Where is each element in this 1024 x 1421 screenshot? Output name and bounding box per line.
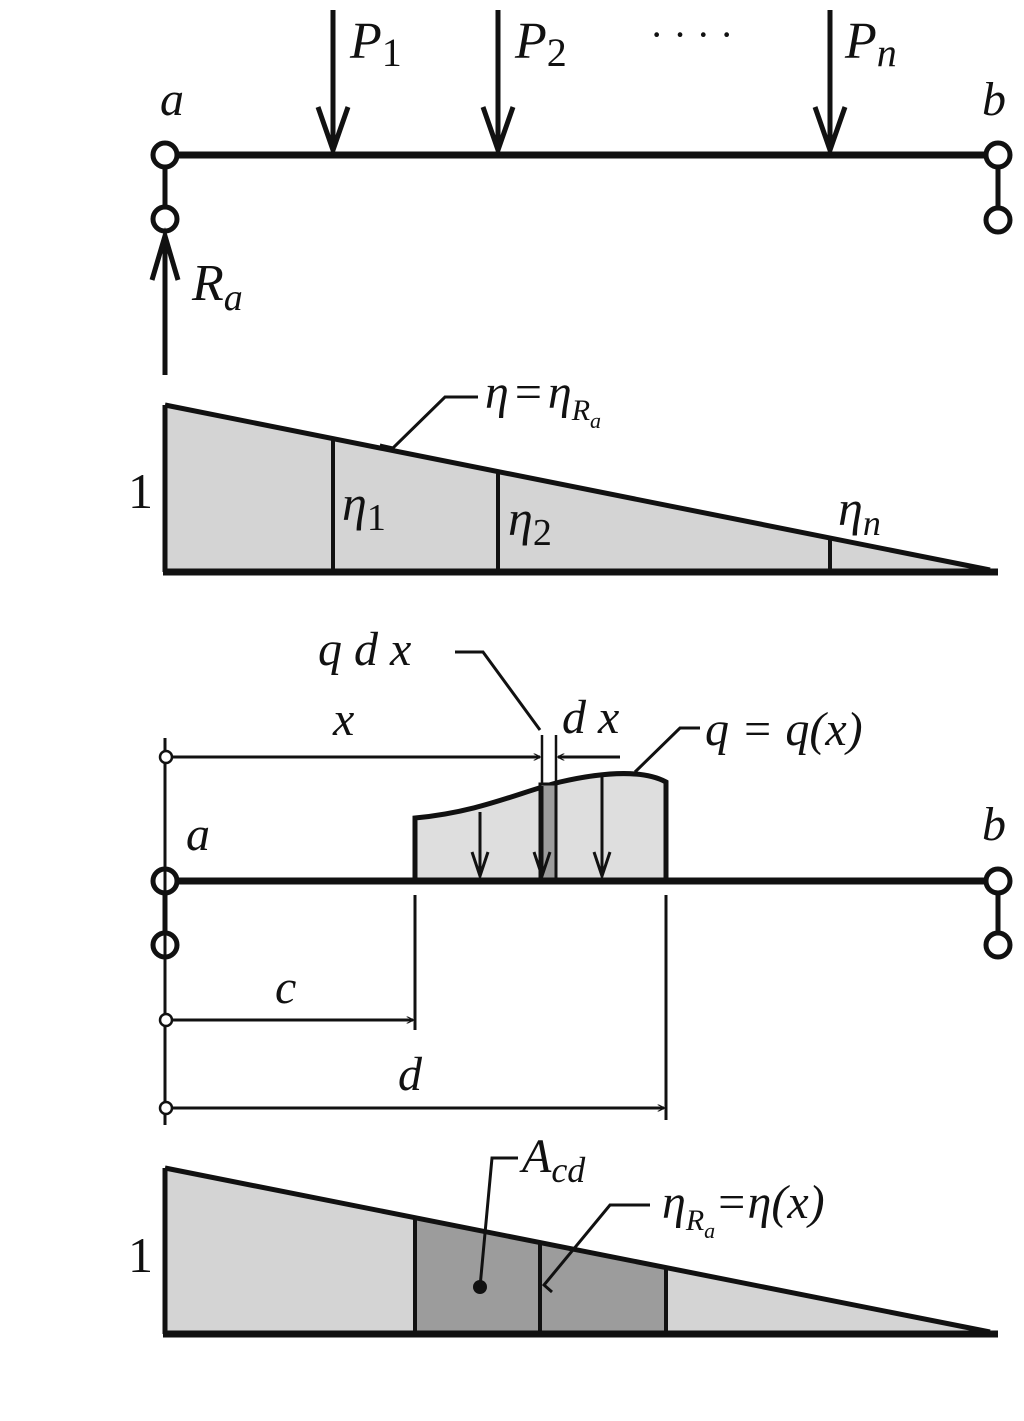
- label-q-eq-qx: q = q(x): [705, 703, 863, 756]
- label-pn: Pn: [844, 13, 897, 75]
- panel-point-loads: a b P1 P2 · · · · Pn Ra: [149, 10, 1013, 375]
- reaction-arrow-head: [149, 227, 181, 281]
- label-a-2: a: [186, 808, 210, 861]
- label-eta-ra-eq-eta-x: ηRa=η(x): [662, 1176, 825, 1243]
- label-ra: Ra: [191, 255, 243, 319]
- leader-qdx: [455, 650, 542, 731]
- label-x: x: [332, 693, 354, 746]
- ordinate-one-2: 1: [128, 1227, 153, 1283]
- label-eta2: η2: [508, 490, 552, 554]
- leader-eta-ra: [379, 395, 478, 450]
- label-a-1: a: [160, 73, 184, 126]
- label-acd: Acd: [519, 1130, 586, 1190]
- ordinate-one-1: 1: [128, 463, 153, 519]
- label-qdx: q d x: [318, 623, 411, 676]
- label-c: c: [275, 961, 296, 1014]
- panel-influence-line-1: 1 η=ηRa η1 η2 ηn: [128, 366, 998, 576]
- pin-left-1: [150, 140, 180, 170]
- influence-line-1: [164, 402, 991, 573]
- leader-qx: [633, 726, 700, 774]
- pin-right-1: [983, 140, 1013, 170]
- label-etan: ηn: [838, 480, 881, 543]
- label-b-2: b: [982, 798, 1006, 851]
- label-p2: P2: [514, 13, 567, 75]
- support-ground-right-2: [983, 930, 1013, 960]
- leader-eta-x: [541, 1203, 650, 1294]
- label-d: d: [398, 1048, 423, 1101]
- label-eta-eq-ra: η=ηRa: [485, 366, 601, 433]
- label-dx: d x: [562, 691, 619, 744]
- ellipsis: · · · ·: [650, 12, 733, 57]
- label-p1: P1: [349, 13, 402, 75]
- support-ground-right-1: [983, 205, 1013, 235]
- label-eta1: η1: [342, 475, 386, 539]
- panel-distributed-load: a b q d x x d x q = q(x) c d: [150, 623, 1013, 1125]
- label-b-1: b: [982, 73, 1006, 126]
- leader-acd: [478, 1156, 518, 1288]
- influence-line-2: [164, 1165, 991, 1335]
- panel-influence-line-2: 1 Acd ηRa=η(x): [128, 1130, 998, 1338]
- pin-right-2: [983, 866, 1013, 896]
